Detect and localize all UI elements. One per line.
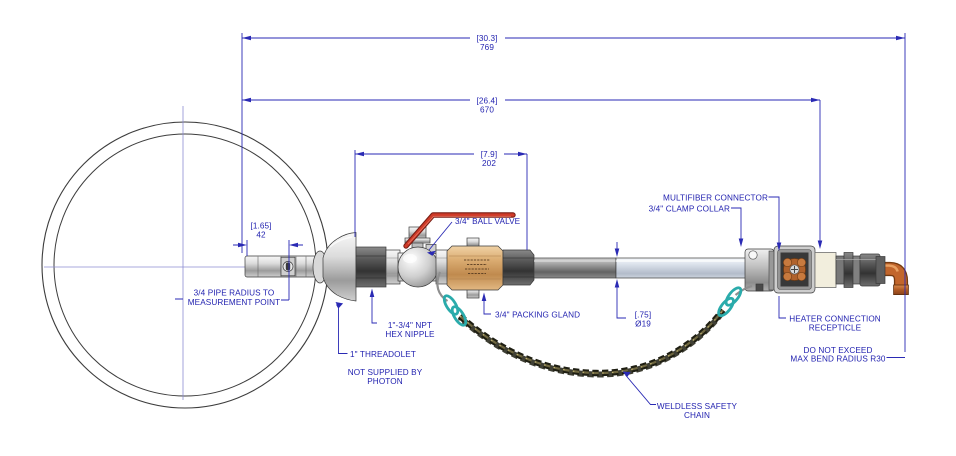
safety-chain <box>436 271 753 378</box>
centerlines <box>44 106 330 400</box>
valve-handle <box>403 212 516 249</box>
support-tube <box>533 257 747 279</box>
dim-probe-tip-in: [1.65] <box>250 222 271 231</box>
label-ball-valve: 3/4" BALL VALVE <box>455 217 521 226</box>
heater-receptacle <box>814 252 881 288</box>
gland-engraving <box>464 259 490 275</box>
ball-valve <box>385 212 516 288</box>
label-hex-nipple-1: 1"-3/4" NPT <box>388 321 432 330</box>
label-clamp-collar: 3/4" CLAMP COLLAR <box>649 205 730 214</box>
label-packing-gland: 3/4" PACKING GLAND <box>495 311 580 320</box>
dim-valve-section-in: [7.9] <box>481 150 497 159</box>
label-safety-chain-1: WELDLESS SAFETY <box>657 402 738 411</box>
dim-overall-in: [30.3] <box>476 34 497 43</box>
label-safety-chain-2: CHAIN <box>684 411 710 420</box>
dimension-lines <box>175 33 906 405</box>
hex-nipple <box>355 246 387 288</box>
label-threadolet: 1" THREADOLET <box>350 350 416 359</box>
dim-tube-od-mm: Ø19 <box>635 320 651 329</box>
threadolet-fitting <box>312 232 357 302</box>
dim-to-receptacle-in: [26.4] <box>476 97 497 106</box>
packing-gland <box>446 237 504 299</box>
label-heater-receptacle-1: HEATER CONNECTION <box>789 315 881 324</box>
label-hex-nipple-2: HEX NIPPLE <box>385 330 435 339</box>
label-pipe-radius-1: 3/4 PIPE RADIUS TO <box>194 289 275 298</box>
clamp-collar <box>744 248 776 292</box>
copper-lead <box>875 256 909 296</box>
dim-probe-tip-mm: 42 <box>256 231 266 240</box>
label-multifiber-connector: MULTIFIBER CONNECTOR <box>663 194 768 203</box>
dim-overall-mm: 769 <box>480 43 494 52</box>
chain-wire-right <box>734 284 753 296</box>
multifiber-connector <box>773 245 816 294</box>
gland-nut <box>502 249 535 286</box>
label-pipe-radius-2: MEASUREMENT POINT <box>188 298 281 307</box>
dim-to-receptacle-mm: 670 <box>480 106 494 115</box>
dim-valve-section-mm: 202 <box>482 159 496 168</box>
dimension-arrows <box>238 35 905 378</box>
label-not-supplied-2: PHOTON <box>367 377 402 386</box>
label-bend-radius-1: DO NOT EXCEED <box>804 346 873 355</box>
label-bend-radius-2: MAX BEND RADIUS R30 <box>790 355 886 364</box>
dim-tube-od-in: [.75] <box>635 311 651 320</box>
label-not-supplied-1: NOT SUPPLIED BY <box>348 368 423 377</box>
quick-link-right <box>717 286 743 318</box>
sensor-probe <box>244 255 327 278</box>
copper-end-cap <box>893 284 909 296</box>
label-heater-receptacle-2: RECEPTICLE <box>809 324 862 333</box>
quick-link-left <box>442 294 468 327</box>
